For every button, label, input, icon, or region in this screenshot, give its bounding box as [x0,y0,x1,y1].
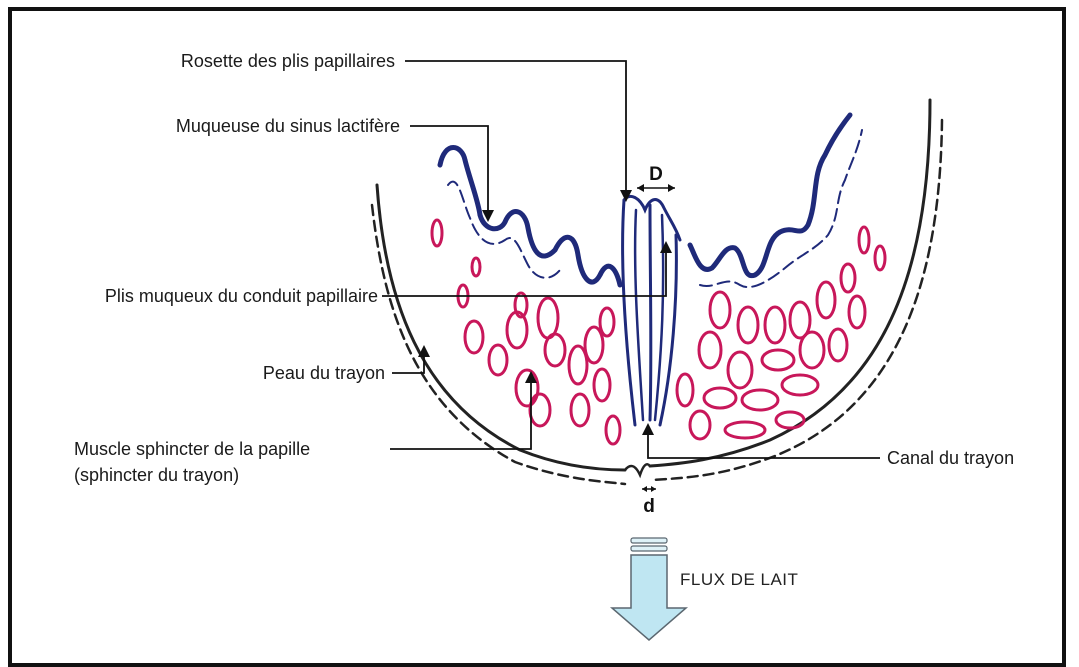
label-muscle-line1: Muscle sphincter de la papille [74,439,310,459]
dimension-D-label: D [649,164,663,185]
label-peau: Peau du trayon [263,363,385,383]
label-canal: Canal du trayon [887,448,1014,468]
dimension-d-marker: d [642,486,656,517]
milk-flow-arrow [612,538,686,640]
label-plis-muqueux: Plis muqueux du conduit papillaire [105,286,378,306]
papillary-duct-folds [623,196,680,425]
label-muscle-line2: (sphincter du trayon) [74,465,239,485]
label-flux-de-lait: FLUX DE LAIT [680,570,798,589]
label-muqueuse-sinus: Muqueuse du sinus lactifère [176,116,400,136]
dimension-d-label: d [643,496,655,517]
label-rosette: Rosette des plis papillaires [181,51,395,71]
dimension-D-marker: D [637,164,675,192]
